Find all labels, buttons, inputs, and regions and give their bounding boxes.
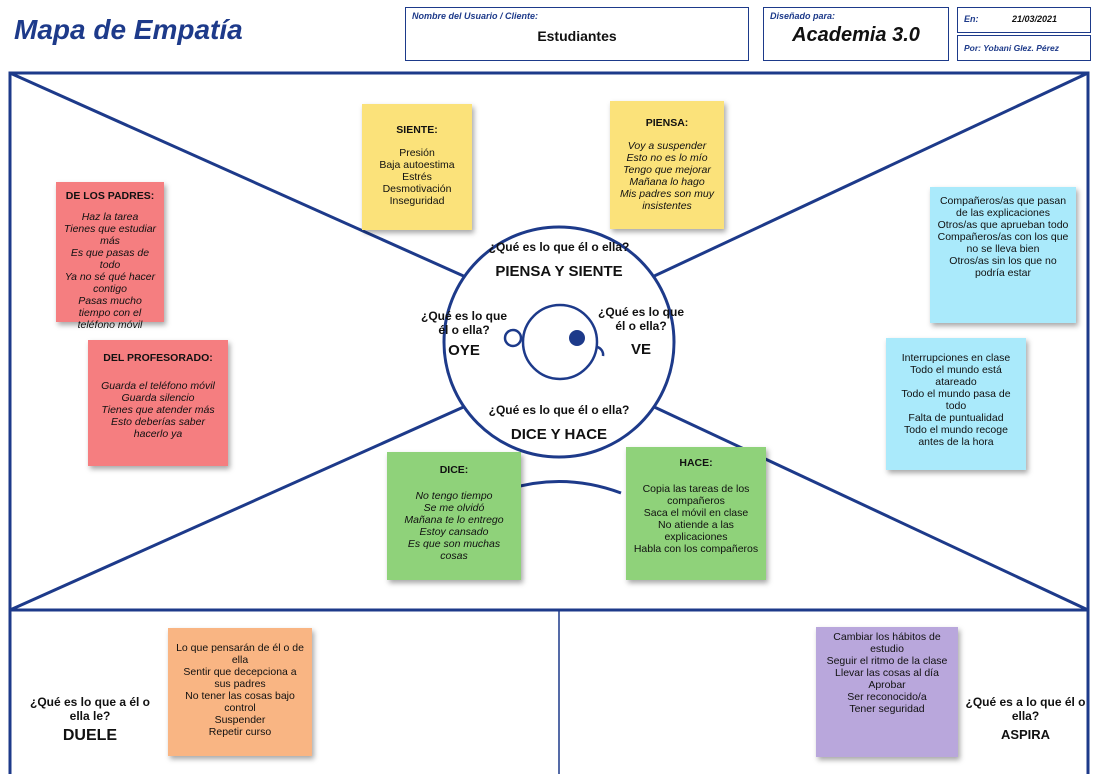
think-question: ¿Qué es lo que él o ella?: [488, 240, 630, 254]
note-line: Estoy cansado: [419, 526, 489, 538]
note-line: Compañeros/as con los que no se lleva bi…: [937, 231, 1069, 255]
note-line: Ser reconocido/a: [847, 691, 927, 703]
date-label: En:: [964, 14, 979, 24]
note-line: Tener seguridad: [849, 703, 925, 715]
sticky-note-teachers: DEL PROFESORADO: Guarda el teléfono móvi…: [88, 340, 228, 466]
note-line: Suspender: [214, 714, 266, 726]
say-title: DICE Y HACE: [510, 426, 608, 443]
user-value: Estudiantes: [537, 28, 617, 44]
note-line: Pasas mucho tiempo con el teléfono móvil: [77, 295, 143, 331]
note-line: Esto deberías saber hacerlo ya: [111, 416, 205, 440]
hear-question: ¿Qué es lo que él o ella?: [421, 309, 508, 337]
gain-question: ¿Qué es a lo que él o ella?: [965, 695, 1086, 723]
note-line: Presión: [399, 147, 435, 159]
note-line: Mañana te lo entrego: [404, 514, 504, 526]
note-title: DICE:: [439, 464, 469, 476]
sticky-note-siente: SIENTE: Presión Baja autoestima Estrés D…: [362, 104, 472, 230]
eye-icon: [569, 330, 585, 346]
designed-value: Academia 3.0: [792, 24, 920, 46]
note-line: Cambiar los hábitos de estudio: [833, 631, 941, 655]
diagonal-top-left: [9, 71, 469, 280]
note-line: Sentir que decepciona a sus padres: [183, 666, 297, 690]
sticky-note-pains: Lo que pensarán de él o de ella Sentir q…: [168, 628, 312, 756]
gain-title: ASPIRA: [1000, 727, 1051, 742]
sticky-note-parents: DE LOS PADRES: Haz la tarea Tienes que e…: [56, 182, 164, 331]
note-title: DEL PROFESORADO:: [103, 352, 213, 364]
pain-title: DUELE: [62, 727, 118, 744]
note-line: Guarda el teléfono móvil: [101, 380, 215, 392]
note-line: Interrupciones en clase: [901, 352, 1011, 364]
date-box: En: 21/03/2021: [957, 7, 1091, 33]
upper-frame: [8, 71, 1090, 612]
note-title: HACE:: [679, 457, 713, 469]
pain-question: ¿Qué es lo que a él o ella le?: [29, 695, 151, 723]
sticky-note-sees-people: Compañeros/as que pasan de las explicaci…: [930, 187, 1076, 323]
note-line: Estrés: [402, 171, 432, 183]
note-line: Tienes que estudiar más: [63, 223, 157, 247]
sticky-note-gains: Cambiar los hábitos de estudio Seguir el…: [816, 627, 958, 757]
note-line: Todo el mundo recoge antes de la hora: [904, 424, 1008, 448]
designed-box: Diseñado para: Academia 3.0: [763, 7, 949, 61]
note-line: Mis padres son muy insistentes: [620, 188, 714, 212]
note-title: DE LOS PADRES:: [65, 190, 155, 202]
think-title: PIENSA Y SIENTE: [495, 263, 623, 280]
note-title: SIENTE:: [396, 124, 438, 136]
author-box: Por: Yobani Glez. Pérez: [957, 35, 1091, 61]
note-line: Guarda silencio: [121, 392, 195, 404]
note-line: No atiende a las explicaciones: [658, 519, 734, 543]
note-line: Aprobar: [868, 679, 906, 691]
note-line: Desmotivación: [382, 183, 452, 195]
note-line: No tener las cosas bajo control: [185, 690, 295, 714]
note-line: Haz la tarea: [81, 211, 139, 223]
user-box: Nombre del Usuario / Cliente: Estudiante…: [405, 7, 749, 61]
say-question: ¿Qué es lo que él o ella?: [488, 403, 630, 417]
page-title: Mapa de Empatía: [14, 14, 243, 45]
note-line: Saca el móvil en clase: [643, 507, 749, 519]
note-line: Todo el mundo está atareado: [910, 364, 1002, 388]
diagonal-top-right: [649, 71, 1089, 280]
note-line: Lo que pensarán de él o de ella: [176, 642, 304, 666]
note-line: Otros/as que aprueban todo: [937, 219, 1069, 231]
diagonal-bottom-right: [649, 403, 1089, 612]
see-question: ¿Qué es lo que él o ella?: [597, 305, 684, 333]
center-circle: [442, 225, 676, 459]
sticky-note-sees-environment: Interrupciones en clase Todo el mundo es…: [886, 338, 1026, 470]
note-line: Repetir curso: [208, 726, 272, 738]
note-line: Tengo que mejorar: [623, 164, 711, 176]
note-line: Copia las tareas de los compañeros: [642, 483, 750, 507]
face-icon: [503, 303, 605, 381]
designed-label: Diseñado para:: [770, 11, 836, 21]
note-line: Se me olvidó: [423, 502, 485, 514]
note-line: Mañana lo hago: [629, 176, 705, 188]
note-line: Tienes que atender más: [101, 404, 215, 416]
sticky-note-hace: HACE: Copia las tareas de los compañeros…: [626, 447, 766, 580]
note-line: Esto no es lo mío: [626, 152, 708, 164]
note-title: PIENSA:: [645, 117, 689, 129]
note-line: Otros/as sin los que no podría estar: [949, 255, 1057, 279]
note-line: Llevar las cosas al día: [835, 667, 939, 679]
note-line: Es que son muchas cosas: [407, 538, 501, 562]
note-line: Ya no sé qué hacer contigo: [64, 271, 156, 295]
author-label: Por: Yobani Glez. Pérez: [964, 43, 1059, 53]
note-line: Falta de puntualidad: [908, 412, 1004, 424]
note-line: Compañeros/as que pasan de las explicaci…: [939, 195, 1067, 219]
note-line: Todo el mundo pasa de todo: [901, 388, 1011, 412]
user-label: Nombre del Usuario / Cliente:: [412, 11, 539, 21]
diagonal-bottom-left: [9, 403, 469, 612]
note-line: Es que pasas de todo: [70, 247, 150, 271]
note-line: Habla con los compañeros: [633, 543, 759, 555]
sticky-note-dice: DICE: No tengo tiempo Se me olvidó Mañan…: [387, 452, 521, 580]
note-line: Voy a suspender: [627, 140, 707, 152]
note-line: Seguir el ritmo de la clase: [826, 655, 948, 667]
hear-title: OYE: [448, 342, 480, 359]
note-line: Baja autoestima: [379, 159, 455, 171]
sticky-note-piensa: PIENSA: Voy a suspender Esto no es lo mí…: [610, 101, 724, 229]
note-line: No tengo tiempo: [415, 490, 493, 502]
note-line: Inseguridad: [389, 195, 445, 207]
date-value: 21/03/2021: [1012, 14, 1058, 24]
see-title: VE: [630, 341, 651, 358]
